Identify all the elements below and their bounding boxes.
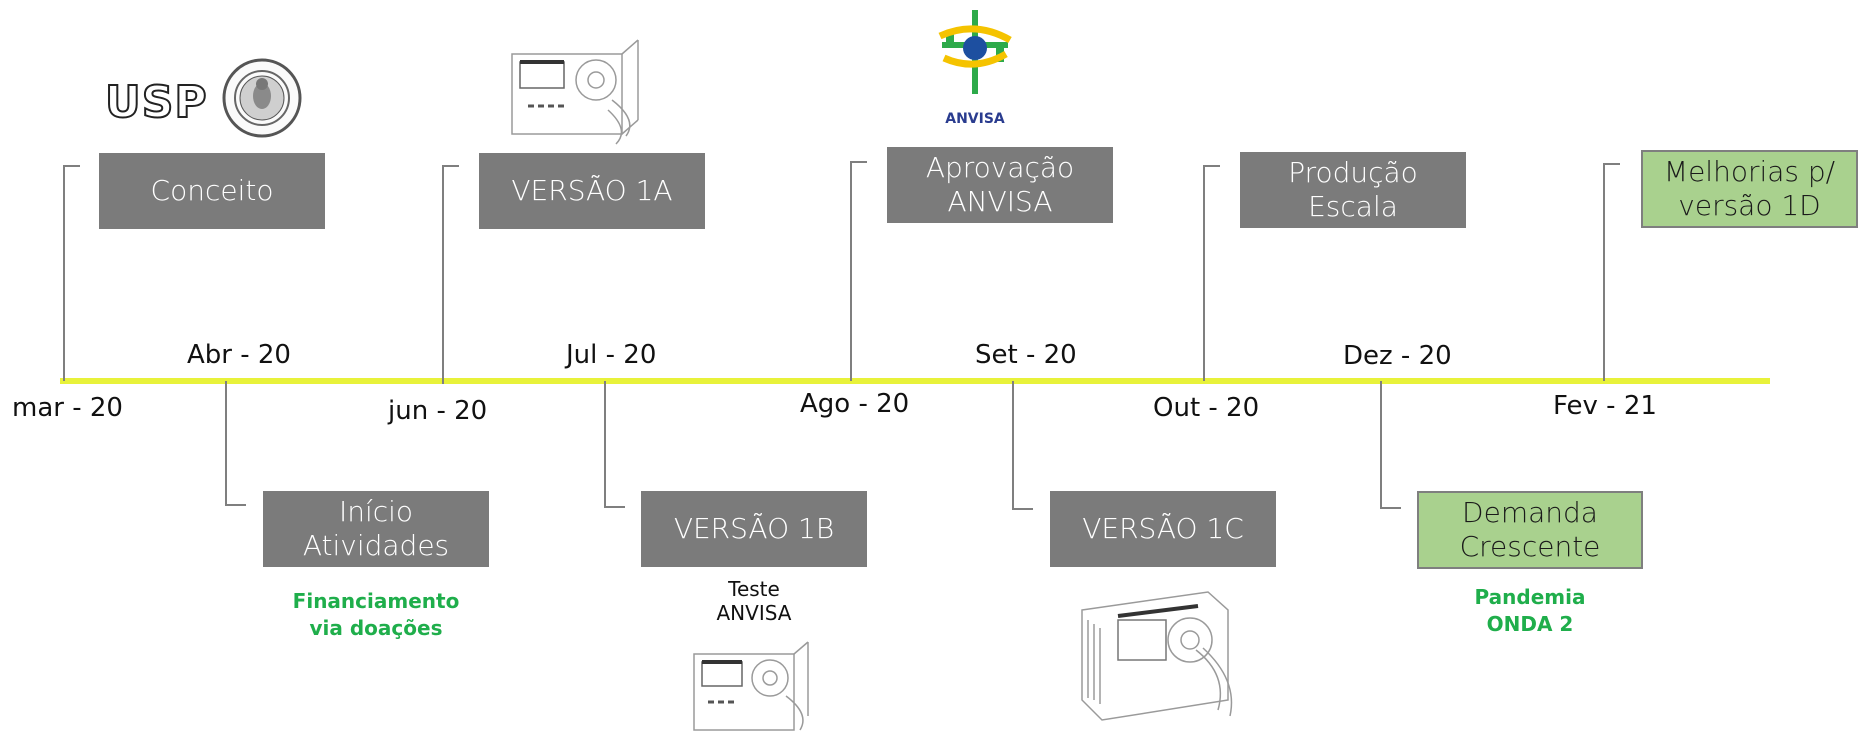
milestone-aprovacao-anvisa: Aprovação ANVISA: [887, 147, 1113, 223]
ventilator-sketch-icon: [1081, 591, 1233, 721]
connector-versao-1c: [1012, 381, 1033, 510]
milestone-inicio-atividades: Início Atividades: [263, 491, 489, 567]
milestone-producao-escala: Produção Escala: [1240, 152, 1466, 228]
date-label-dez-20: Dez - 20: [1343, 341, 1452, 371]
date-label-ago-20: Ago - 20: [800, 389, 910, 419]
note-teste-anvisa: Teste ANVISA: [716, 577, 792, 625]
connector-conceito: [63, 165, 80, 381]
poli-seal-icon: [222, 58, 302, 138]
ventilator-sketch-icon: [693, 641, 809, 731]
date-label-jul-20: Jul - 20: [566, 340, 657, 370]
date-label-abr-20: Abr - 20: [187, 340, 291, 370]
milestone-melhorias-1d: Melhorias p/ versão 1D: [1641, 150, 1858, 228]
connector-producao: [1203, 165, 1220, 381]
milestone-demanda-crescente: Demanda Crescente: [1417, 491, 1643, 569]
connector-aprovacao: [850, 161, 867, 381]
connector-melhorias: [1603, 163, 1620, 381]
date-label-jun-20: jun - 20: [388, 396, 488, 426]
date-label-mar-20: mar - 20: [12, 393, 123, 423]
note-financiamento: Financiamento via doações: [292, 589, 460, 640]
connector-versao-1a: [442, 165, 459, 384]
upper-connectors: [63, 161, 1620, 384]
connector-versao-1b: [604, 381, 625, 508]
ventilator-sketch-icon: [511, 39, 639, 145]
note-pandemia-onda-2: Pandemia ONDA 2: [1474, 585, 1586, 636]
connector-inicio: [225, 381, 246, 506]
date-label-set-20: Set - 20: [975, 340, 1077, 370]
date-label-fev-21: Fev - 21: [1553, 391, 1657, 421]
anvisa-logo: ANVISA: [938, 10, 1012, 127]
milestone-versao-1a: VERSÃO 1A: [479, 153, 705, 229]
anvisa-logo-text: ANVISA: [945, 111, 1005, 127]
milestone-versao-1b: VERSÃO 1B: [641, 491, 867, 567]
lower-connectors: [225, 381, 1401, 510]
usp-logo-text: USP: [105, 77, 208, 128]
milestone-conceito: Conceito: [99, 153, 325, 229]
connector-demanda: [1380, 381, 1401, 509]
milestone-versao-1c: VERSÃO 1C: [1050, 491, 1276, 567]
date-label-out-20: Out - 20: [1153, 393, 1260, 423]
usp-logo: USP: [104, 76, 208, 129]
